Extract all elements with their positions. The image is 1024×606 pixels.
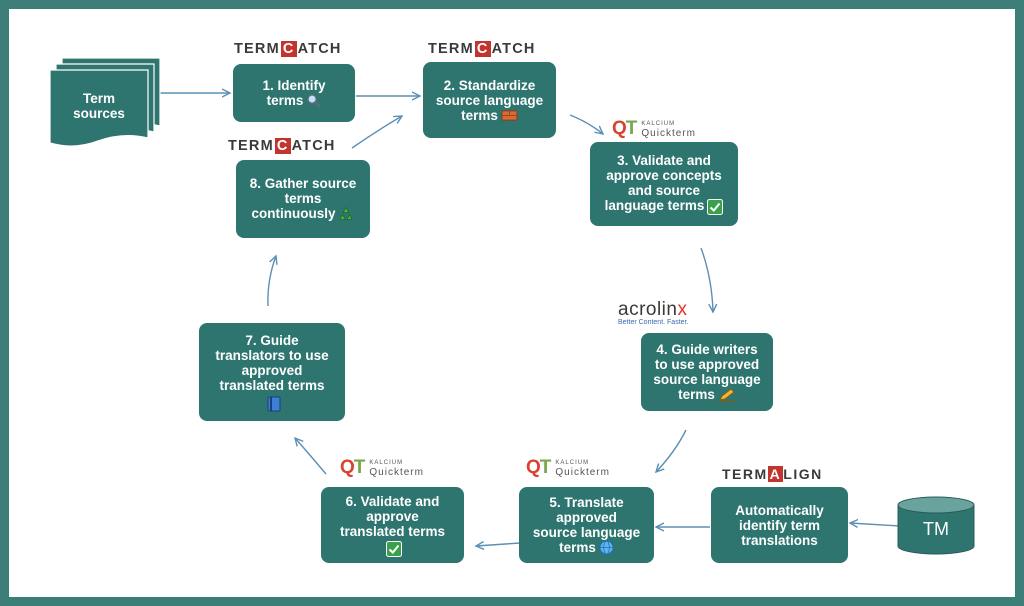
auto-identify-box: Automatically identify term translations	[711, 487, 848, 563]
acrolinx-logo: acrolinx Better Content. Faster.	[618, 299, 689, 326]
checkmark-icon	[707, 198, 724, 215]
step-2-box: 2. Standardize source language terms	[423, 62, 556, 138]
step-1-box: 1. Identify terms	[233, 64, 355, 122]
step-3-box: 3. Validate and approve concepts and sou…	[590, 142, 738, 226]
brick-icon	[501, 110, 518, 122]
arrow-step5-to-step6	[476, 543, 521, 546]
term-sources-shape	[49, 57, 161, 147]
term-sources-label: Term sources	[73, 91, 125, 121]
arrow-step8-to-step2	[351, 116, 402, 149]
arrow-step4-to-step5	[656, 429, 687, 472]
step-5-box: 5. Translate approved source language te…	[519, 487, 654, 563]
step-4-box: 4. Guide writers to use approved source …	[641, 333, 773, 411]
arrow-step2-to-step3	[569, 114, 603, 134]
tm-label: TM	[923, 518, 949, 539]
recycle-icon	[339, 206, 354, 221]
step-8-box: 8. Gather source terms continuously	[236, 160, 370, 238]
pencil-icon	[718, 388, 735, 402]
checkmark-icon	[386, 540, 402, 557]
arrow-step6-to-step7	[295, 438, 327, 475]
globe-icon	[599, 540, 614, 555]
tm-database-shape	[897, 496, 975, 555]
arrow-tm-to-auto	[850, 523, 901, 526]
step-7-box: 7. Guide translators to use approved tra…	[199, 323, 345, 421]
step-6-box: 6. Validate and approve translated terms	[321, 487, 464, 563]
book-icon	[267, 396, 280, 411]
magnifier-icon	[307, 94, 322, 109]
arrow-step3-to-step4	[700, 247, 713, 312]
arrow-step7-to-step8	[267, 256, 276, 307]
